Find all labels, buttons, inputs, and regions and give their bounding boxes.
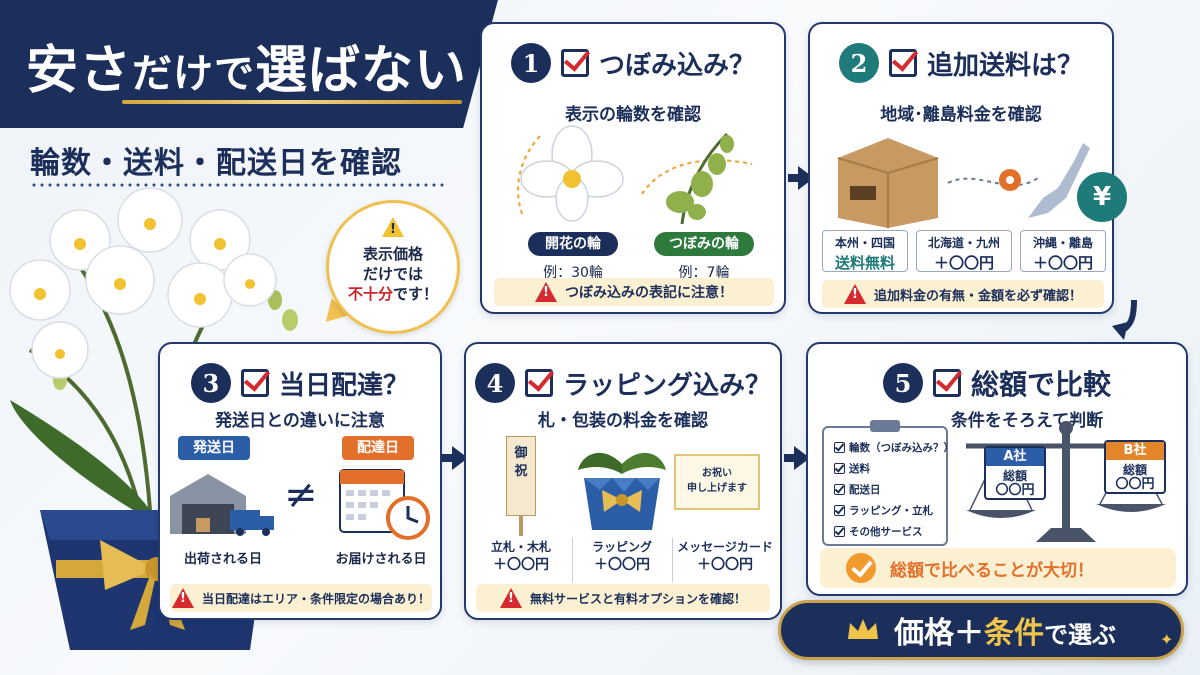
open-flower-pill: 開花の輪 (528, 232, 618, 256)
check-icon (240, 369, 269, 397)
crown-icon (848, 619, 878, 639)
rate-box-hokkaido: 北海道・九州 ＋〇〇円 (916, 230, 1012, 272)
warning-icon (172, 588, 194, 608)
checklist-item: ラッピング・立札 (834, 503, 933, 518)
box-and-map-illustration (837, 138, 1090, 228)
warning-icon (535, 282, 557, 302)
item-message-card: メッセージカード ＋〇〇円 (677, 540, 773, 573)
warning-icon (843, 284, 866, 304)
checklist-clipboard: 輪数（つぼみ込み？） 送料 配送日 ラッピング・立札 その他サービス (822, 426, 954, 546)
check-icon (560, 49, 589, 77)
step-number: 2 (838, 43, 879, 83)
rate-box-honshu: 本州・四国 送料無料 (822, 230, 908, 272)
check-icon (932, 369, 961, 397)
card-header: 4 ラッピング込み？ (466, 360, 780, 406)
card-buds: 1 つぼみ込み？ 表示の輪数を確認 開花の輪 つぼみの輪 例：30輪 例：7輪 … (480, 22, 786, 314)
card-title: 追加送料は？ (926, 50, 1083, 81)
calendar-clock-icon (339, 469, 430, 540)
step-number: 5 (882, 363, 923, 403)
card-shipping: 2 追加送料は？ 地域･離島料金を確認 本州・四国 送料無料 北海道・九州 ＋〇… (808, 22, 1114, 314)
conclusion-banner: 価格＋条件で選ぶ (778, 600, 1184, 660)
warning-icon (499, 588, 522, 608)
total-compare-banner: 総額で比べることが大切！ (820, 548, 1176, 588)
bud-example: 例：7輪 (678, 265, 730, 281)
check-icon (524, 369, 553, 397)
bud-pill: つぼみの輪 (654, 232, 754, 256)
sparkle-icon: ✦ (1160, 630, 1174, 649)
checklist-item: その他サービス (834, 524, 923, 539)
checklist-item: 輪数（つぼみ込み？） (834, 440, 954, 455)
rate-box-okinawa: 沖縄・離島 ＋〇〇円 (1020, 230, 1106, 272)
card-title: 総額で比較 (970, 368, 1111, 401)
delivery-notice: 当日配達はエリア・条件限定の場合あり！ (170, 584, 432, 612)
page-subtitle: 輪数・送料・配送日を確認 (30, 146, 402, 181)
open-flower-example: 例：30輪 (543, 265, 603, 281)
company-b-card: B社 総額 〇〇円 (1104, 440, 1166, 494)
shipping-notice: 追加料金の有無・金額を必ず確認！ (822, 280, 1104, 308)
flower-and-bud-illustration (517, 125, 753, 225)
company-a-card: A社 総額 〇〇円 (984, 446, 1046, 500)
checklist-item: 配送日 (834, 482, 881, 497)
wrapping-notice: 無料サービスと有料オプションを確認！ (476, 584, 770, 612)
divider (672, 538, 673, 582)
conclusion-text: 価格＋条件で選ぶ (894, 616, 1116, 651)
message-card-illustration: お祝い 申し上げます (674, 454, 760, 510)
warehouse-truck-icon (170, 474, 274, 536)
card-header: 1 つぼみ込み？ (482, 40, 784, 86)
ship-date-tag: 発送日 (178, 436, 250, 460)
not-equal-symbol: ≠ (284, 472, 318, 518)
card-delivery: 3 当日配達？ 発送日との違いに注意 発送日 配達日 ≠ 出荷される日 お届けさ… (158, 342, 442, 620)
step-number: 1 (510, 43, 551, 83)
arrow-down-left-icon (1112, 299, 1137, 340)
card-header: 2 追加送料は？ (810, 40, 1112, 86)
dotted-divider (30, 183, 444, 187)
step-number: 3 (190, 363, 231, 403)
tag-post (519, 516, 523, 536)
checklist-item: 送料 (834, 461, 870, 476)
delivery-caption: お届けされる日 (335, 552, 427, 567)
card-subtitle: 発送日との違いに注意 (215, 411, 385, 431)
divider (572, 538, 573, 582)
yen-icon: ¥ (1077, 172, 1127, 222)
wooden-tag-illustration: 御 祝 (506, 436, 536, 516)
page-title: 安さ だけで 選ばない (26, 41, 468, 101)
card-subtitle: 表示の輪数を確認 (565, 105, 701, 125)
checkmark-circle-icon (846, 553, 876, 583)
card-title: ラッピング込み？ (562, 370, 771, 401)
check-icon (888, 49, 917, 77)
wrapped-plant-icon (578, 452, 666, 530)
title-underline (122, 100, 462, 104)
item-wrapping: ラッピング ＋〇〇円 (591, 540, 652, 573)
warning-icon (382, 217, 404, 240)
checkbox-icon (834, 526, 845, 537)
card-subtitle: 札・包装の料金を確認 (538, 411, 708, 431)
checkbox-icon (834, 505, 845, 516)
clipboard-clip (870, 420, 900, 432)
card-header: 3 当日配達？ (160, 360, 440, 406)
item-wooden-tag: 立札・木札 ＋〇〇円 (490, 540, 551, 573)
card-title: つぼみ込み？ (598, 50, 755, 81)
checkbox-icon (834, 442, 845, 453)
card-title: 当日配達？ (278, 370, 409, 401)
step-number: 4 (474, 363, 515, 403)
checkbox-icon (834, 484, 845, 495)
warning-bubble: 表示価格 だけでは 不十分です！ (326, 200, 460, 334)
ship-caption: 出荷される日 (183, 552, 262, 567)
card-header: 5 総額で比較 (808, 360, 1186, 406)
checkbox-icon (834, 463, 845, 474)
buds-notice: つぼみ込みの表記に注意！ (494, 278, 774, 306)
delivery-date-tag: 配達日 (342, 436, 414, 460)
card-wrapping: 4 ラッピング込み？ 札・包装の料金を確認 御 祝 お祝い 申し上げます 立札・… (464, 342, 782, 620)
card-subtitle: 地域･離島料金を確認 (880, 105, 1042, 125)
title-banner (0, 0, 498, 128)
